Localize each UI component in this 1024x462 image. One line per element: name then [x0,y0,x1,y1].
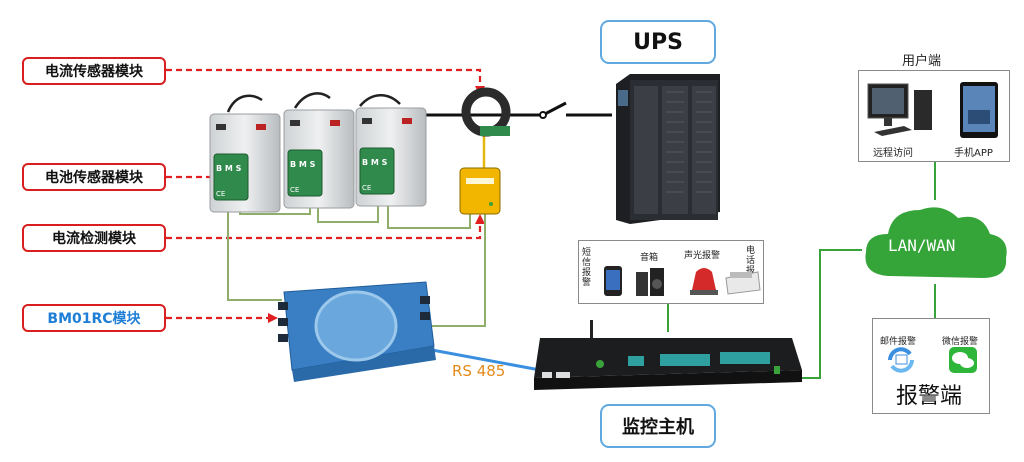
siren-icon [690,268,718,295]
email-alarm-label: 邮件报警 [880,337,917,347]
rs485-line [431,348,541,372]
bms-ce-3: CE [362,184,372,192]
current-detect-arrowhead [475,214,485,224]
bms-ce-2: CE [290,186,300,194]
monitor-host-title: 监控主机 [600,404,716,448]
host-to-network-line [795,249,862,379]
detect-to-bm01rc-line [432,214,486,327]
ups-cabinet [616,74,720,224]
light-alarm-label: 声光报警 [684,251,721,261]
wechat-icon [949,347,977,373]
bm01rc-arrowhead [268,313,278,323]
bms-text-1: B M S [216,164,242,173]
network-cloud [865,207,1007,278]
breaker-switch [542,101,567,117]
current-sensor-label: 电流传感器模块 [22,57,166,85]
bms-ce-1: CE [216,190,226,198]
battery-2 [283,109,355,209]
battery-sensor-label: 电池传感器模块 [22,163,166,191]
ups-title: UPS [600,20,716,64]
bms-text-3: B M S [362,158,388,167]
speaker-label: 音箱 [640,253,659,263]
alarm-side-title: 报警端 [896,384,963,409]
current-sensor-arrow-line [166,68,482,88]
bms-text-2: B M S [290,160,316,169]
mobile-app-label: 手机APP [954,148,993,159]
current-clamp-sensor [461,87,511,137]
telephone-icon [725,271,761,295]
rs485-label: RS 485 [452,362,506,380]
battery-3 [355,107,427,207]
network-label: LAN/WAN [888,236,956,255]
current-detection-module [459,167,501,215]
user-side-title: 用户端 [902,54,942,69]
monitor-host-device [534,320,802,390]
email-alarm-icon [888,347,914,373]
wechat-alarm-label: 微信报警 [942,337,979,347]
bms-to-bm01rc-line [227,200,282,301]
speaker-icon [636,268,664,296]
current-detect-label: 电流检测模块 [22,224,166,252]
phone-icon [604,266,622,296]
mobile-app-icon [960,82,998,138]
remote-access-label: 远程访问 [873,148,913,159]
bm01rc-label: BM01RC模块 [22,304,166,332]
computer-icon [867,83,932,136]
bm01rc-converter [278,281,436,382]
battery-1 [209,113,281,213]
current-detect-arrow-line [166,222,482,240]
sms-alarm-label: 短信报警 [582,248,592,288]
battery-pack [209,107,427,213]
